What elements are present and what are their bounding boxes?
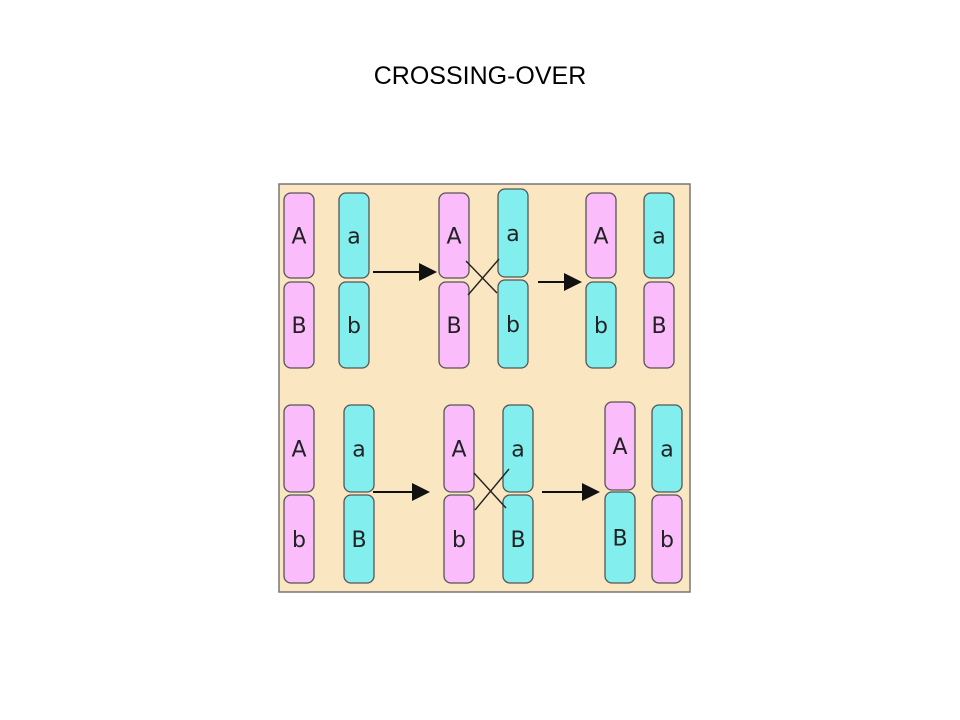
chromosome-r2-crossing-2-top-segment [502, 404, 534, 493]
chromosome-r1-before-1-top-segment [283, 192, 315, 279]
chromosome-r2-before-2-top-label: a [352, 438, 365, 463]
chromosome-r1-crossing-1-top-segment [438, 192, 470, 279]
arrow-r2-2-head-icon [582, 483, 600, 501]
crossover-line-r2-1 [473, 472, 507, 509]
chromosome-r2-after-2-bottom-label: b [660, 528, 674, 553]
chromosome-r2-crossing-1-top-label: A [451, 438, 466, 463]
chromosome-r1-before-2-top-segment [338, 192, 370, 279]
page-title: CROSSING-OVER [373, 62, 587, 90]
chromosome-r1-after-1-top-label: A [593, 225, 608, 250]
chromosome-r1-crossing-1-bottom-segment [438, 281, 470, 369]
chromosome-r2-after-2-bottom-segment [651, 494, 683, 584]
chromosome-r1-crossing-1-top-label: A [446, 225, 461, 250]
chromosome-r1-after-1-bottom-label: b [594, 314, 608, 339]
arrow-r1-1-head-icon [419, 263, 437, 281]
chromosome-r1-crossing-2-bottom-label: b [506, 313, 520, 338]
chromosome-r1-after-1-top-segment [585, 192, 617, 279]
crossover-line-r1-2 [467, 258, 500, 296]
chromosome-r1-before-2-top-label: a [347, 225, 360, 250]
chromosome-r1-crossing-2-bottom-segment [497, 279, 529, 369]
chromosome-r2-crossing-1-bottom-label: b [452, 528, 466, 553]
chromosome-r1-crossing-2-top-label: a [506, 222, 519, 247]
chromosome-r1-before-2-bottom-segment [338, 281, 370, 369]
chromosome-r2-before-2-bottom-segment [343, 494, 375, 584]
chromosome-r2-crossing-1-top-segment [443, 404, 475, 493]
chromosome-r1-before-1-bottom-segment [283, 281, 315, 369]
chromosome-r2-before-2-top-segment [343, 404, 375, 493]
chromosome-r1-crossing-1-bottom-label: B [446, 314, 461, 339]
chromosome-r2-after-2-top-segment [651, 404, 683, 493]
chromosome-r2-after-1-top-segment [604, 401, 636, 491]
chromosome-r2-after-1-bottom-label: B [612, 527, 627, 552]
chromosome-r2-before-1-bottom-label: b [292, 528, 306, 553]
chromosome-r1-before-1-bottom-label: B [291, 314, 306, 339]
chromosome-r2-after-2-top-label: a [660, 438, 673, 463]
chromosome-r1-after-2-top-segment [643, 192, 675, 279]
chromosome-r2-crossing-2-bottom-segment [502, 494, 534, 584]
arrow-r2-1-head-icon [412, 483, 430, 501]
chromosome-r2-before-1-top-label: A [291, 438, 306, 463]
chromosome-r1-before-2-bottom-label: b [347, 314, 361, 339]
chromosome-r2-after-1-bottom-segment [604, 491, 636, 584]
chromosome-r1-before-1-top-label: A [291, 225, 306, 250]
chromosome-r1-after-2-bottom-segment [643, 281, 675, 369]
chromosome-r2-before-1-top-segment [283, 404, 315, 493]
chromosome-r1-crossing-2-top-segment [497, 188, 529, 278]
crossover-line-r1-1 [465, 260, 498, 294]
chromosome-r2-before-1-bottom-segment [283, 494, 315, 584]
crossover-line-r2-2 [474, 468, 510, 511]
chromosome-r1-after-1-bottom-segment [585, 281, 617, 369]
chromosome-r2-crossing-2-top-label: a [511, 438, 524, 463]
chromosome-r2-crossing-1-bottom-segment [443, 494, 475, 584]
chromosome-r2-crossing-2-bottom-label: B [510, 528, 525, 553]
chromosome-r1-after-2-bottom-label: B [651, 314, 666, 339]
chromosome-r2-before-2-bottom-label: B [351, 528, 366, 553]
chromosome-r2-after-1-top-label: A [612, 435, 627, 460]
arrow-r1-2-head-icon [564, 273, 582, 291]
chromosome-r1-after-2-top-label: a [652, 225, 665, 250]
